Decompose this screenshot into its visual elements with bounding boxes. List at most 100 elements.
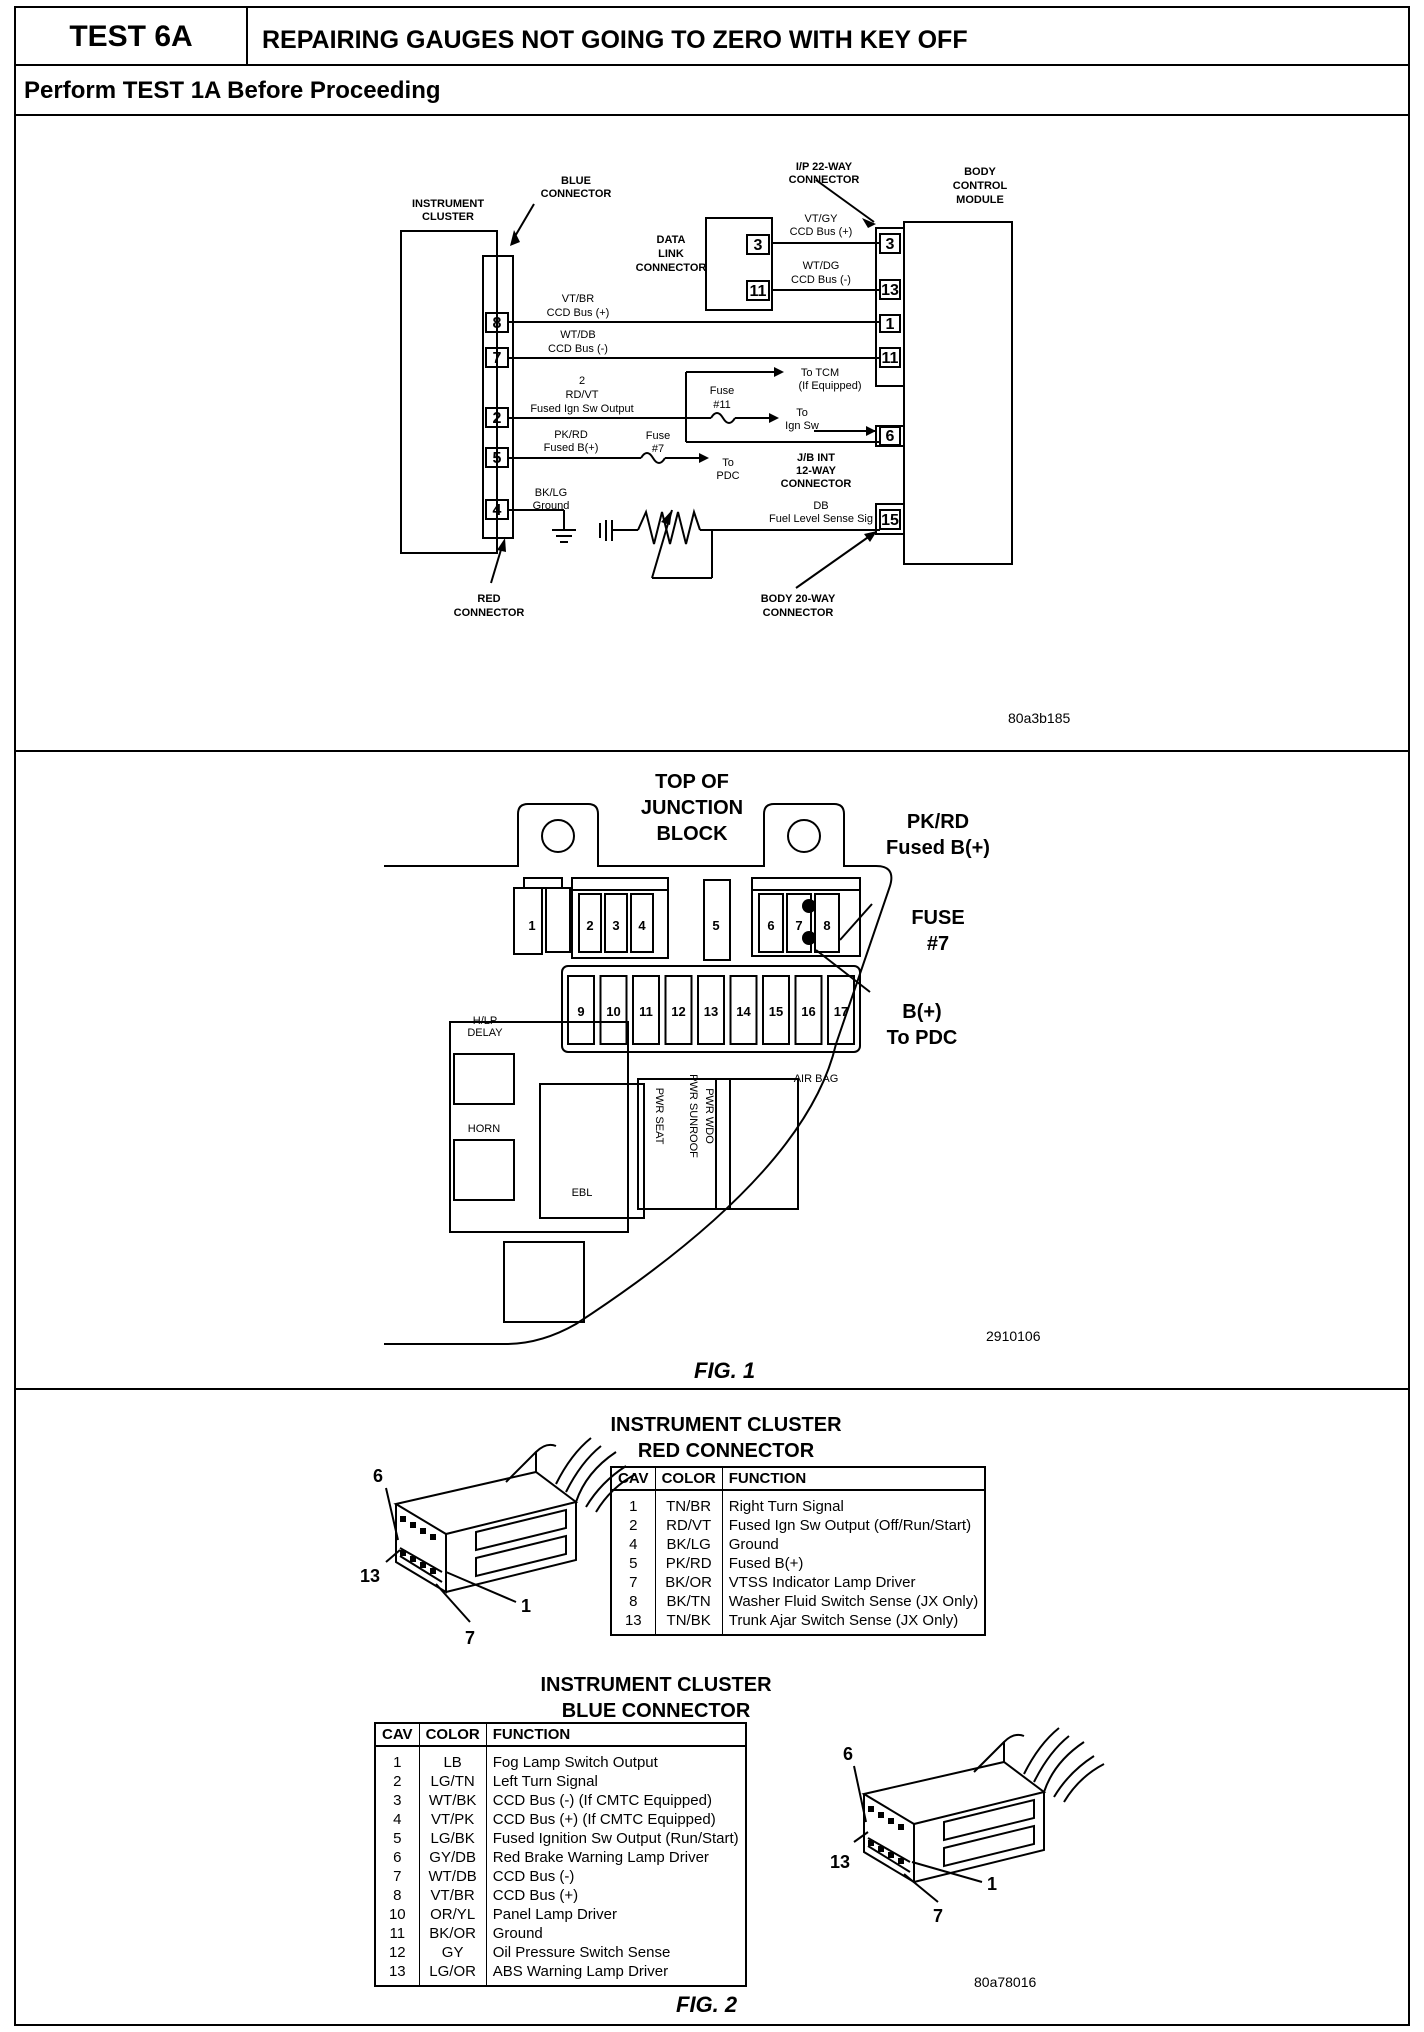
datalink-label-1: DATA bbox=[657, 234, 686, 246]
wiring-schematic: 8 7 2 5 4 3 11 3 13 1 11 6 15 INSTRUMENT… bbox=[400, 161, 1013, 619]
red-connector-title-line-1: INSTRUMENT CLUSTER bbox=[610, 1414, 842, 1436]
red-connector-cav-cell: 5 bbox=[611, 1554, 656, 1573]
fuse-12-label: 12 bbox=[671, 1004, 685, 1019]
blue-connector-function-cell: Left Turn Signal bbox=[492, 1773, 598, 1790]
blue-connector-function-cell: ABS Warning Lamp Driver bbox=[492, 1963, 669, 1980]
blue-connector-color-cell: GY bbox=[419, 1943, 487, 1962]
jb-pkrd-label: PK/RD bbox=[907, 811, 969, 833]
datalink-pin-11: 11 bbox=[750, 283, 767, 300]
blue-connector-color-cell: LG/OR bbox=[419, 1962, 487, 1986]
blue-connector-function-cell: Fog Lamp Switch Output bbox=[492, 1754, 658, 1771]
jb-to-pdc-label: To PDC bbox=[887, 1027, 958, 1049]
fuse-17-label: 17 bbox=[834, 1004, 848, 1019]
fuse-3-label: 3 bbox=[612, 918, 619, 933]
blue-connector-title-line-1: INSTRUMENT CLUSTER bbox=[540, 1674, 772, 1696]
red-pin-label-13: 13 bbox=[360, 1566, 380, 1586]
bcm-pin-1: 1 bbox=[886, 316, 895, 333]
red-connector-cav-cell: 4 bbox=[611, 1535, 656, 1554]
blue-connector-color-cell: LB bbox=[419, 1746, 487, 1772]
wire-wtdb-color: WT/DB bbox=[560, 329, 595, 341]
red-connector-function-cell: Fused B(+) bbox=[728, 1555, 804, 1572]
fuse-15-slot bbox=[762, 975, 790, 1045]
blue-connector-cav-cell: 3 bbox=[375, 1791, 420, 1810]
blue-connector-function-cell: Ground bbox=[492, 1925, 543, 1942]
red-connector-color-cell: TN/BK bbox=[655, 1611, 723, 1635]
blue-connector-function-cell: CCD Bus (-) (If CMTC Equipped) bbox=[492, 1792, 712, 1809]
red-connector-color-cell: BK/TN bbox=[655, 1592, 723, 1611]
blue-connector-function-cell: CCD Bus (+) bbox=[492, 1887, 579, 1904]
cluster-label-1: INSTRUMENT bbox=[412, 198, 484, 210]
fuse-1-label: 1 bbox=[528, 918, 535, 933]
fuse-5-label: 5 bbox=[712, 918, 719, 933]
blue-connector-color-cell: WT/BK bbox=[419, 1791, 487, 1810]
blue-connector-header-function: FUNCTION bbox=[486, 1723, 746, 1747]
blue-connector-function-cell: Oil Pressure Switch Sense bbox=[492, 1944, 671, 1961]
test-title: REPAIRING GAUGES NOT GOING TO ZERO WITH … bbox=[262, 26, 968, 54]
wire-rdvt-color: RD/VT bbox=[566, 389, 599, 401]
blue-connector-drawing: 6 13 7 1 bbox=[830, 1727, 1105, 1926]
wire-vtgy-func: CCD Bus (+) bbox=[790, 226, 853, 238]
fuse-12-slot bbox=[664, 975, 693, 1045]
hlp-delay-label-1: H/LP bbox=[473, 1015, 497, 1027]
cluster-label-2: CLUSTER bbox=[422, 211, 474, 223]
blue-connector-cav-cell: 1 bbox=[375, 1746, 420, 1772]
to-tcm-label-2: (If Equipped) bbox=[799, 380, 862, 392]
air-bag-label: AIR BAG bbox=[794, 1073, 839, 1085]
fuse-16-label: 16 bbox=[801, 1004, 815, 1019]
fuse-13-slot bbox=[697, 975, 725, 1045]
fuse-11-label: 11 bbox=[639, 1004, 653, 1019]
service-page: TEST 6A REPAIRING GAUGES NOT GOING TO ZE… bbox=[14, 6, 1410, 2026]
red-connector-cav-cell: 2 bbox=[611, 1516, 656, 1535]
jb-title-3: BLOCK bbox=[656, 823, 728, 845]
body-connector-label-1: BODY 20-WAY bbox=[761, 593, 836, 605]
wire-bklg-color: BK/LG bbox=[535, 487, 567, 499]
test-id: TEST 6A bbox=[16, 8, 248, 66]
cluster-pin-5: 5 bbox=[493, 450, 502, 467]
jb-bplus-label: B(+) bbox=[902, 1001, 941, 1023]
blue-connector-cav-cell: 8 bbox=[375, 1886, 420, 1905]
blue-connector-color-cell: BK/OR bbox=[419, 1924, 487, 1943]
to-pdc-label-1: To bbox=[722, 457, 734, 469]
cluster-pin-4: 4 bbox=[493, 502, 502, 519]
fuse-7-bplus-terminal bbox=[802, 931, 816, 945]
figure-caption: FIG. 2 bbox=[676, 1992, 738, 2017]
fuse-7-label: 7 bbox=[795, 918, 802, 933]
wire-pkrd-func: Fused B(+) bbox=[544, 442, 599, 454]
fuse-10-slot bbox=[599, 975, 628, 1045]
fuse11-label-2: #11 bbox=[713, 399, 731, 411]
jb-title-1: TOP OF bbox=[655, 771, 729, 793]
red-connector-header-cav: CAV bbox=[611, 1467, 656, 1491]
blue-pin-label-7: 7 bbox=[933, 1906, 943, 1926]
pwr-seat-label: PWR SEAT bbox=[653, 1088, 665, 1145]
figure-code: 80a78016 bbox=[974, 1974, 1037, 1990]
red-connector-title: INSTRUMENT CLUSTER RED CONNECTOR bbox=[576, 1412, 876, 1464]
cluster-pin-2: 2 bbox=[493, 410, 502, 427]
red-connector-cav-cell: 13 bbox=[611, 1611, 656, 1635]
wire-wtdg-func: CCD Bus (-) bbox=[791, 274, 851, 286]
blue-connector-header-color: COLOR bbox=[419, 1723, 487, 1747]
red-connector-header-function: FUNCTION bbox=[722, 1467, 986, 1491]
fuse7-label-2: #7 bbox=[652, 443, 664, 455]
fuse-9-label: 9 bbox=[577, 1004, 584, 1019]
to-pdc-label-2: PDC bbox=[716, 470, 739, 482]
bcm-label-3: MODULE bbox=[956, 194, 1004, 206]
blue-connector-function-cell: CCD Bus (-) bbox=[492, 1868, 575, 1885]
cluster-pin-7: 7 bbox=[493, 350, 502, 367]
red-connector-function-cell: Fused Ign Sw Output (Off/Run/Start) bbox=[728, 1517, 972, 1534]
ip-connector-label-2: CONNECTOR bbox=[789, 174, 860, 186]
red-connector-cav-cell: 8 bbox=[611, 1592, 656, 1611]
red-connector-title-line-2: RED CONNECTOR bbox=[637, 1440, 815, 1462]
